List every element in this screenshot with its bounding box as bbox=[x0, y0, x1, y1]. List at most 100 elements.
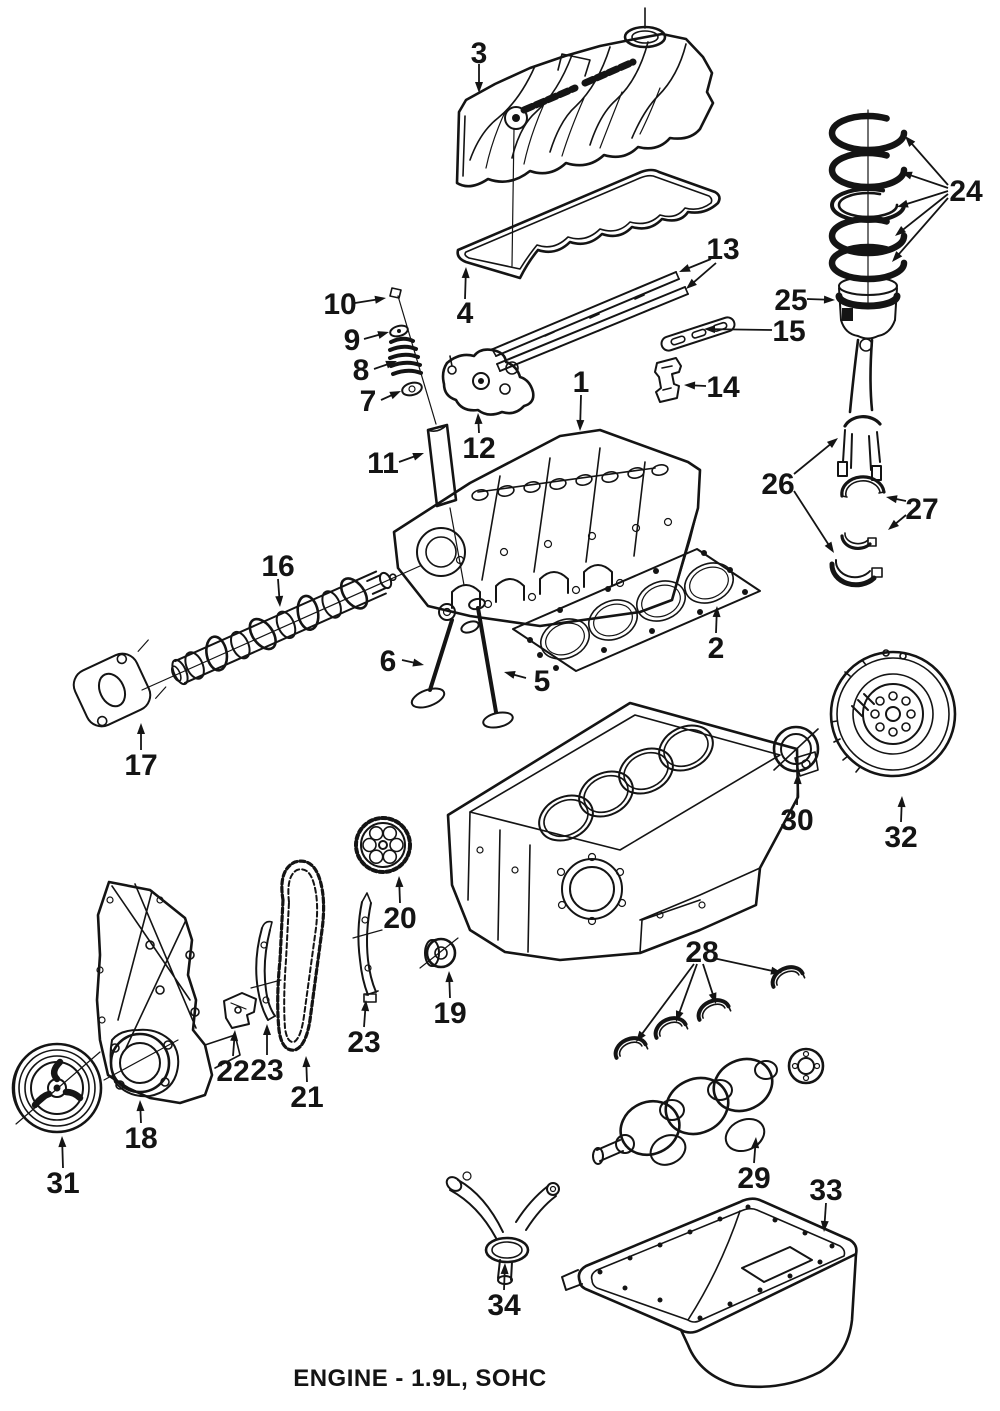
callout-5: 5 bbox=[504, 665, 551, 698]
arrowhead-icon bbox=[675, 1010, 684, 1022]
rod-bearings-drawing bbox=[829, 475, 886, 588]
arrowhead-icon bbox=[389, 391, 401, 400]
callout-17: 17 bbox=[124, 723, 158, 782]
piston-rings-drawing bbox=[828, 109, 908, 306]
camshaft-drawing bbox=[170, 570, 397, 686]
thrust-plate-drawing bbox=[72, 639, 167, 728]
callout-number: 15 bbox=[772, 315, 805, 348]
callout-23: 23 bbox=[347, 1000, 381, 1059]
camshaft-axis-line bbox=[141, 565, 421, 691]
arrowhead-icon bbox=[385, 360, 397, 369]
arrowhead-icon bbox=[412, 658, 424, 667]
callout-number: 21 bbox=[290, 1081, 323, 1114]
arrowhead-icon bbox=[712, 606, 721, 618]
bracket-drawing bbox=[654, 357, 682, 403]
callout-10: 10 bbox=[323, 288, 386, 321]
arrowhead-icon bbox=[412, 452, 424, 461]
arrowhead-icon bbox=[704, 325, 716, 334]
callout-28: 28 bbox=[636, 936, 782, 1042]
arrowhead-icon bbox=[793, 773, 802, 785]
callout-number: 34 bbox=[487, 1289, 521, 1322]
callout-2: 2 bbox=[708, 606, 725, 665]
callout-number: 7 bbox=[360, 385, 377, 418]
arrowhead-icon bbox=[820, 1220, 829, 1232]
oil-pan-drawing bbox=[561, 1197, 858, 1389]
callout-number: 9 bbox=[344, 324, 361, 357]
arrowhead-icon bbox=[886, 495, 898, 504]
piston-rod-drawing bbox=[835, 276, 901, 481]
callout-8: 8 bbox=[353, 354, 397, 387]
callout-number: 18 bbox=[124, 1122, 157, 1155]
callout-number: 25 bbox=[774, 284, 807, 317]
leader-line bbox=[895, 197, 949, 259]
arrowhead-icon bbox=[475, 82, 483, 93]
callout-4: 4 bbox=[457, 267, 474, 330]
callout-number: 6 bbox=[380, 645, 397, 678]
chain-guide-left-drawing bbox=[250, 920, 282, 1021]
keeper-clip-drawing bbox=[389, 287, 402, 299]
arrowhead-icon bbox=[500, 1263, 509, 1275]
rocker-arm-drawing bbox=[441, 348, 535, 416]
callout-number: 30 bbox=[780, 804, 813, 837]
leader-line bbox=[899, 193, 949, 233]
valve-cover-drawing bbox=[455, 7, 715, 267]
spring-seat-drawing bbox=[401, 381, 423, 397]
leader-line bbox=[689, 262, 717, 286]
callout-14: 14 bbox=[684, 371, 740, 404]
timing-chain-drawing bbox=[276, 859, 326, 1052]
arrowhead-icon bbox=[826, 438, 838, 449]
callout-3: 3 bbox=[471, 37, 488, 93]
callout-number: 1 bbox=[573, 366, 590, 399]
callout-number: 14 bbox=[706, 371, 740, 404]
callout-7: 7 bbox=[360, 385, 401, 418]
callout-18: 18 bbox=[124, 1100, 158, 1155]
arrowhead-icon bbox=[901, 171, 913, 180]
callout-number: 20 bbox=[383, 902, 416, 935]
callout-number: 23 bbox=[347, 1026, 380, 1059]
arrowhead-icon bbox=[361, 1000, 370, 1012]
valve-spring-drawing bbox=[388, 336, 423, 376]
front-cover-drawing bbox=[95, 880, 241, 1105]
callout-33: 33 bbox=[809, 1174, 843, 1232]
leader-line bbox=[638, 963, 695, 1038]
callout-number: 27 bbox=[905, 493, 938, 526]
callout-number: 5 bbox=[534, 665, 551, 698]
callout-number: 32 bbox=[884, 821, 917, 854]
callout-number: 23 bbox=[250, 1054, 283, 1087]
arrowhead-icon bbox=[230, 1030, 239, 1042]
callout-number: 12 bbox=[462, 432, 495, 465]
arrowhead-icon bbox=[895, 226, 907, 236]
cover-lettering bbox=[520, 84, 579, 114]
crankshaft-drawing bbox=[592, 1047, 825, 1166]
leader-line bbox=[902, 190, 949, 207]
exhaust-valve-drawing bbox=[410, 603, 480, 709]
chain-guide-right-drawing bbox=[352, 892, 383, 1003]
callout-19: 19 bbox=[433, 971, 467, 1030]
callout-number: 22 bbox=[216, 1055, 249, 1088]
callout-number: 3 bbox=[471, 37, 488, 70]
arrowhead-icon bbox=[275, 595, 284, 607]
cylinder-head-drawing bbox=[392, 428, 702, 628]
arrowhead-icon bbox=[395, 876, 404, 888]
head-gasket-drawing bbox=[512, 548, 761, 672]
arrowhead-icon bbox=[892, 251, 903, 262]
callout-number: 26 bbox=[761, 468, 794, 501]
valve-stem-parts-drawing bbox=[388, 287, 437, 425]
leader-line bbox=[712, 957, 777, 973]
callout-number: 28 bbox=[685, 936, 718, 969]
spring-retainer-drawing bbox=[389, 324, 409, 338]
arrowhead-icon bbox=[136, 1100, 145, 1112]
crank-sprocket-drawing bbox=[419, 937, 459, 969]
leader-line bbox=[908, 139, 949, 186]
callout-number: 24 bbox=[949, 175, 983, 208]
callout-31: 31 bbox=[46, 1136, 80, 1200]
arrowhead-icon bbox=[905, 136, 916, 147]
retainer-plate-drawing bbox=[660, 316, 736, 352]
arrowhead-icon bbox=[461, 267, 470, 279]
callout-number: 2 bbox=[708, 632, 725, 665]
arrowhead-icon bbox=[708, 992, 717, 1004]
main-bearings-drawing bbox=[613, 965, 806, 1060]
